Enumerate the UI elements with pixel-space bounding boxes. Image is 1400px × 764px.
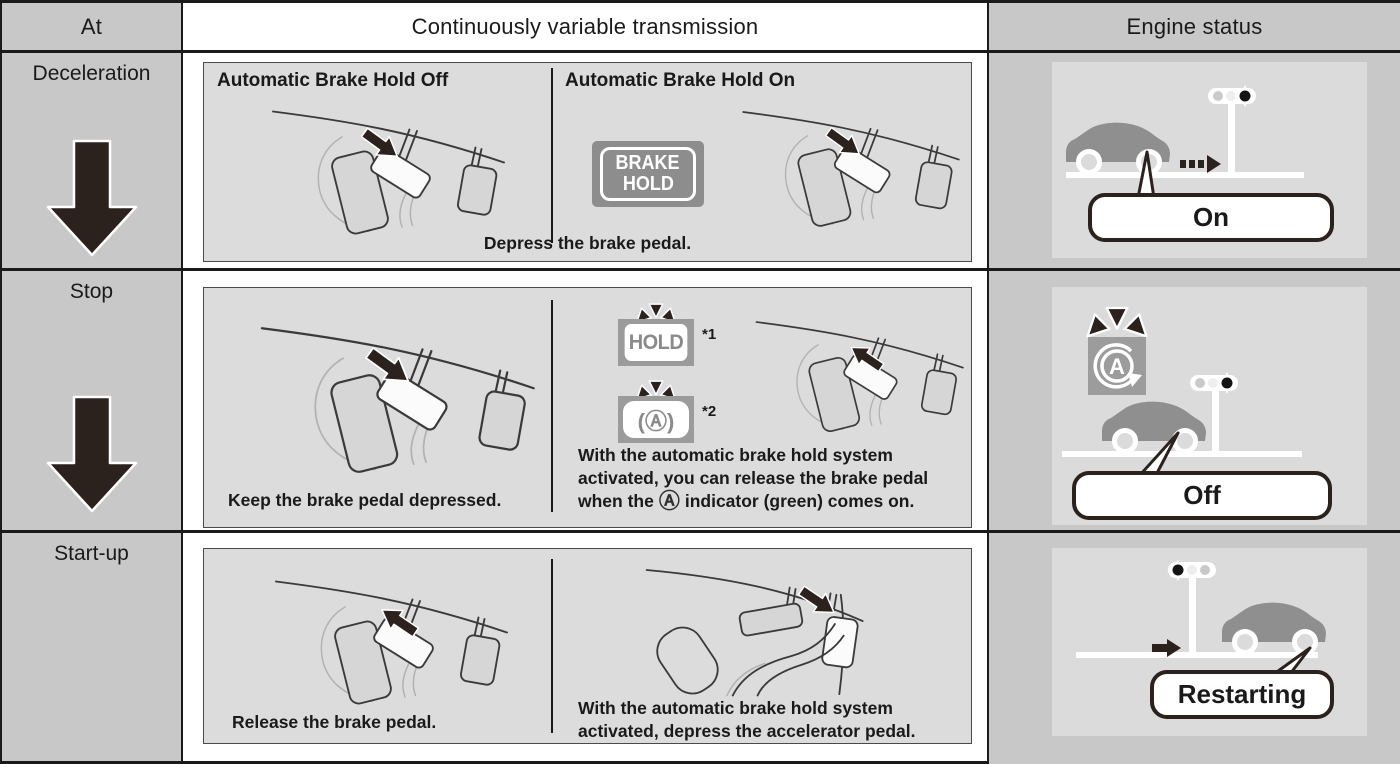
- engine-panel-off: A Off: [1052, 287, 1367, 525]
- caption-line-3b: indicator (green) comes on.: [684, 491, 915, 511]
- cvt-cell-stop: Keep the brake pedal depressed. HOLD *1 …: [183, 271, 989, 533]
- engine-panel-restarting: Restarting: [1052, 548, 1367, 736]
- header-at: At: [2, 3, 183, 53]
- car-icon: [1066, 123, 1170, 173]
- car-icon: [1102, 402, 1206, 452]
- caption-release-when-green: With the automatic brake hold system act…: [578, 444, 928, 513]
- stop-panel: Keep the brake pedal depressed. HOLD *1 …: [203, 287, 972, 528]
- brake-hold-indicator-frame: BRAKE HOLD: [600, 147, 696, 201]
- auto-brake-hold-glyph: (Ⓐ): [623, 401, 689, 438]
- engine-off-illustration: A Off: [1062, 306, 1332, 520]
- engine-cell-deceleration: On: [989, 53, 1400, 271]
- engine-status-bubble: [1088, 193, 1334, 242]
- traffic-light-pole: [1212, 389, 1219, 451]
- header-engine-status: Engine status: [989, 3, 1400, 53]
- heading-brake-hold-off: Automatic Brake Hold Off: [217, 70, 449, 91]
- down-arrow-icon: [46, 395, 137, 513]
- stage-cell-stop: Stop: [2, 271, 183, 533]
- brake-pedal-depress-illustration: [272, 110, 505, 237]
- header-engine-status-label: Engine status: [1126, 13, 1263, 39]
- brake-hold-text-line2: HOLD: [622, 173, 674, 195]
- cvt-cell-startup: Release the brake pedal. With the automa…: [183, 533, 989, 764]
- stage-label-stop: Stop: [69, 280, 114, 303]
- road: [1066, 172, 1304, 178]
- caption-line-3: when the Ⓐ indicator (green) comes on.: [578, 490, 928, 513]
- engine-status-label: On: [1193, 202, 1229, 232]
- brake-hold-text-line1: BRAKE: [615, 152, 681, 174]
- stage-cell-deceleration: Deceleration: [2, 53, 183, 271]
- traffic-light-pole: [1228, 102, 1235, 172]
- stage-cell-startup: Start-up: [2, 533, 183, 764]
- header-at-label: At: [80, 13, 103, 39]
- engine-status-label: Off: [1183, 480, 1221, 510]
- caption-line-2: activated, you can release the brake ped…: [578, 468, 929, 488]
- brake-hold-indicator: BRAKE HOLD: [592, 141, 704, 207]
- road: [1062, 451, 1302, 457]
- engine-cell-startup: Restarting: [989, 533, 1400, 764]
- stage-label-startup: Start-up: [54, 542, 129, 565]
- auto-idle-stop-inline-icon: Ⓐ: [658, 490, 680, 513]
- engine-panel-on: On: [1052, 62, 1367, 258]
- auto-idle-stop-letter: A: [1109, 354, 1125, 379]
- caption-line-2: activated, depress the accelerator pedal…: [578, 721, 916, 741]
- deceleration-panel: Automatic Brake Hold Off Automatic Brake…: [203, 62, 972, 262]
- panel-divider: [551, 559, 553, 733]
- traffic-light-pole: [1189, 578, 1196, 652]
- car-icon: [1222, 603, 1326, 653]
- green-light-icon: [1172, 564, 1184, 576]
- engine-status-label: Restarting: [1178, 679, 1307, 709]
- header-cvt-label: Continuously variable transmission: [411, 13, 759, 39]
- caption-depress-brake: Depress the brake pedal.: [483, 233, 692, 253]
- panel-divider: [551, 300, 553, 512]
- heading-brake-hold-on: Automatic Brake Hold On: [565, 70, 796, 91]
- engine-status-bubble: [1150, 670, 1334, 719]
- accelerator-depress-illustration: [645, 569, 864, 697]
- startup-panel: Release the brake pedal. With the automa…: [203, 548, 972, 744]
- footnote-ref-1: *1: [702, 326, 717, 343]
- caption-release-brake: Release the brake pedal.: [232, 712, 437, 732]
- caption-line-3a: when the: [578, 491, 654, 511]
- panel-divider: [551, 68, 553, 243]
- caption-line-1: With the automatic brake hold system: [578, 445, 893, 465]
- red-light-icon: [1221, 377, 1233, 389]
- brake-pedal-depress-illustration: [742, 111, 960, 229]
- foot-outline: [731, 623, 836, 697]
- auto-brake-hold-indicator: (Ⓐ): [618, 396, 694, 443]
- blink-rays-icon: [631, 380, 681, 398]
- hold-indicator-text: HOLD: [624, 324, 688, 361]
- engine-restarting-illustration: Restarting: [1076, 559, 1334, 719]
- header-cvt: Continuously variable transmission: [183, 3, 989, 53]
- caption-keep-brake-depressed: Keep the brake pedal depressed.: [228, 490, 502, 510]
- brake-pedal-release-illustration: [755, 321, 964, 434]
- caption-line-1: With the automatic brake hold system: [578, 698, 893, 718]
- hold-indicator: HOLD: [618, 319, 694, 366]
- brake-pedal-release-illustration: [275, 580, 508, 707]
- red-light-icon: [1239, 90, 1251, 102]
- engine-status-bubble: [1072, 471, 1332, 520]
- cvt-cell-deceleration: Automatic Brake Hold Off Automatic Brake…: [183, 53, 989, 271]
- engine-on-illustration: On: [1052, 85, 1334, 242]
- engine-cell-stop: A Off: [989, 271, 1400, 533]
- road: [1076, 652, 1318, 658]
- blink-rays-icon: [631, 303, 681, 321]
- stage-label-deceleration: Deceleration: [32, 62, 151, 85]
- moving-dashed-arrow-icon: [1180, 155, 1221, 173]
- moving-arrow-icon: [1152, 639, 1181, 657]
- footnote-ref-2: *2: [702, 403, 717, 420]
- brake-pedal-depress-illustration: [260, 327, 535, 476]
- down-arrow-icon: [46, 139, 137, 257]
- caption-depress-accelerator: With the automatic brake hold system act…: [578, 697, 916, 743]
